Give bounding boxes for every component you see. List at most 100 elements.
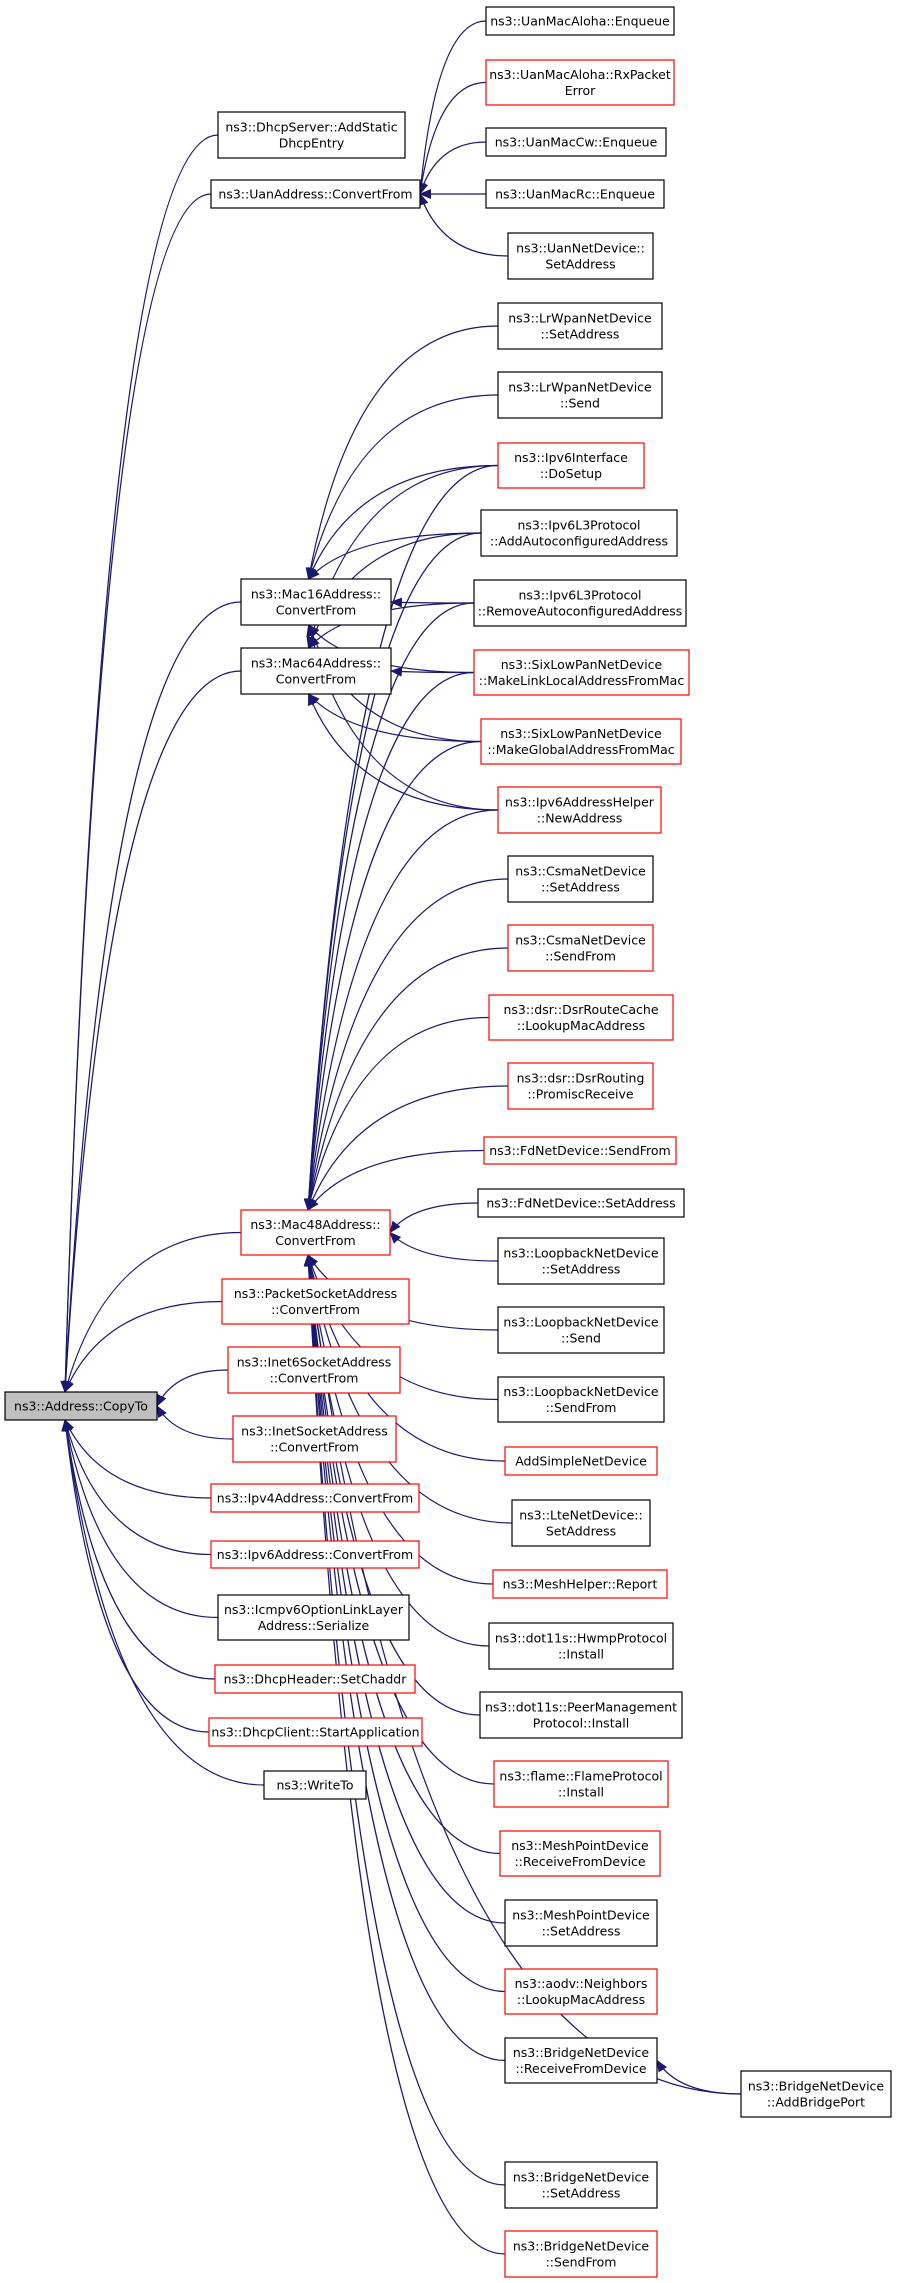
node-ipv6addresshelper-newaddress[interactable]: ns3::Ipv6AddressHelper::NewAddress [497, 786, 662, 834]
edge-bridge-sendfrom-to-mac48-convertfrom [303, 1254, 506, 2255]
node-bridge-addbridgeport[interactable]: ns3::BridgeNetDevice::AddBridgePort [740, 2070, 892, 2118]
node-inetsocketaddress-convertfrom[interactable]: ns3::InetSocketAddress::ConvertFrom [232, 1415, 397, 1463]
node-aodvneighbors-lookupmac[interactable]: ns3::aodv::Neighbors::LookupMacAddress [504, 1968, 658, 2015]
node-label-line: ns3::dsr::DsrRouting [517, 1071, 645, 1086]
edge-ipv6interface-dosetup-to-mac16-convertfrom [307, 464, 499, 580]
node-label-line: ::AddAutoconfiguredAddress [490, 534, 668, 549]
edge-inetsocketaddress-convertfrom-to-root [156, 1405, 234, 1440]
node-label-line: DhcpEntry [279, 136, 345, 151]
node-label-line: ns3::UanNetDevice:: [516, 241, 645, 256]
node-label-line: ns3::BridgeNetDevice [513, 2170, 650, 2185]
node-packetsocketaddress-convertfrom[interactable]: ns3::PacketSocketAddress::ConvertFrom [221, 1278, 410, 1325]
node-ipv6interface-dosetup[interactable]: ns3::Ipv6Interface::DoSetup [497, 442, 645, 489]
node-box [480, 718, 682, 765]
node-ipv6l3-removeautoconf[interactable]: ns3::Ipv6L3Protocol::RemoveAutoconfigure… [473, 579, 687, 627]
node-label-line: ::LookupMacAddress [517, 1018, 645, 1033]
node-ipv4address-convertfrom[interactable]: ns3::Ipv4Address::ConvertFrom [210, 1483, 420, 1513]
node-box [221, 1278, 410, 1325]
node-label-line: ns3::LoopbackNetDevice [503, 1384, 658, 1399]
edge-ipv6l3-addautoconf-to-mac48-convertfrom [303, 532, 482, 1211]
node-csma-sendfrom[interactable]: ns3::CsmaNetDevice::SendFrom [507, 924, 654, 972]
node-label-line: ns3::Ipv6L3Protocol [518, 588, 641, 603]
node-box [493, 1760, 669, 1808]
node-label-line: ::SetAddress [541, 327, 620, 342]
edge-ipv6l3-removeautoconf-to-mac48-convertfrom [303, 602, 475, 1211]
node-box [507, 1062, 654, 1110]
node-box [485, 59, 675, 106]
node-dsrroutecache-lookupmac[interactable]: ns3::dsr::DsrRouteCache::LookupMacAddres… [488, 994, 674, 1041]
node-uannetdevice-setaddress[interactable]: ns3::UanNetDevice::SetAddress [507, 232, 654, 280]
node-ltenetdevice-setaddress[interactable]: ns3::LteNetDevice::SetAddress [511, 1499, 651, 1547]
node-label-line: ns3::Ipv6Address::ConvertFrom [217, 1547, 413, 1562]
node-box [507, 924, 654, 972]
node-label-line: ::SetAddress [542, 2186, 621, 2201]
node-bridge-receivefromdevice[interactable]: ns3::BridgeNetDevice::ReceiveFromDevice [504, 2037, 658, 2084]
node-loopback-setaddress[interactable]: ns3::LoopbackNetDevice::SetAddress [497, 1237, 665, 1285]
node-loopback-sendfrom[interactable]: ns3::LoopbackNetDevice::SendFrom [497, 1376, 665, 1423]
node-box [485, 6, 675, 36]
node-label-line: ns3::UanMacRc::Enqueue [495, 187, 655, 202]
node-sixlowpan-makelinklocal[interactable]: ns3::SixLowPanNetDevice::MakeLinkLocalAd… [473, 649, 690, 696]
node-label-line: ::ConvertFrom [270, 1371, 359, 1386]
node-ipv6address-convertfrom[interactable]: ns3::Ipv6Address::ConvertFrom [210, 1540, 420, 1569]
node-label-line: ns3::Mac64Address:: [251, 656, 381, 671]
node-addsimplenetdevice[interactable]: AddSimpleNetDevice [504, 1446, 658, 1476]
node-uanmacaloha-enqueue[interactable]: ns3::UanMacAloha::Enqueue [485, 6, 675, 36]
edge-packetsocketaddress-convertfrom-to-root [64, 1300, 223, 1393]
node-bridge-setaddress[interactable]: ns3::BridgeNetDevice::SetAddress [504, 2161, 658, 2209]
node-uanmacrc-enqueue[interactable]: ns3::UanMacRc::Enqueue [485, 179, 665, 209]
node-mac64-convertfrom[interactable]: ns3::Mac64Address::ConvertFrom [240, 647, 392, 695]
node-box [497, 786, 662, 834]
node-label-line: ns3::UanMacAloha::Enqueue [490, 14, 670, 29]
node-peermanagement-install[interactable]: ns3::dot11s::PeerManagementProtocol::Ins… [479, 1691, 683, 1739]
node-dhcpclient-startapplication[interactable]: ns3::DhcpClient::StartApplication [208, 1717, 423, 1747]
node-label-line: Address::Serialize [258, 1618, 370, 1633]
node-hwmpprotocol-install[interactable]: ns3::dot11s::HwmpProtocol::Install [488, 1622, 674, 1670]
node-fdnetdevice-setaddress[interactable]: ns3::FdNetDevice::SetAddress [477, 1188, 685, 1218]
node-label-line: Protocol::Install [533, 1716, 629, 1731]
node-lrwpan-setaddress[interactable]: ns3::LrWpanNetDevice::SetAddress [497, 302, 663, 350]
node-box [485, 179, 665, 209]
node-box [488, 1622, 674, 1670]
edge-lrwpan-send-to-mac16-convertfrom [306, 394, 499, 580]
node-loopback-send[interactable]: ns3::LoopbackNetDevice::Send [497, 1306, 665, 1354]
node-writeto[interactable]: ns3::WriteTo [263, 1770, 367, 1800]
edge-icmpv6optionlinklayer-serialize-to-root [62, 1419, 219, 1619]
node-meshhelper-report[interactable]: ns3::MeshHelper::Report [492, 1569, 668, 1599]
node-fdnetdevice-sendfrom[interactable]: ns3::FdNetDevice::SendFrom [483, 1136, 677, 1165]
node-dhcpheader-setchaddr[interactable]: ns3::DhcpHeader::SetChaddr [214, 1664, 416, 1694]
node-box [497, 1237, 665, 1285]
node-dsrrouting-promiscreceive[interactable]: ns3::dsr::DsrRouting::PromiscReceive [507, 1062, 654, 1110]
node-inet6socketaddress-convertfrom[interactable]: ns3::Inet6SocketAddress::ConvertFrom [227, 1346, 401, 1394]
node-root[interactable]: ns3::Address::CopyTo [4, 1391, 158, 1421]
node-meshpoint-setaddress[interactable]: ns3::MeshPointDevice::SetAddress [504, 1899, 658, 1947]
node-uanmaccw-enqueue[interactable]: ns3::UanMacCw::Enqueue [485, 127, 667, 157]
node-label-line: ns3::Mac48Address:: [250, 1217, 380, 1232]
node-label-line: ns3::CsmaNetDevice [515, 864, 646, 879]
node-lrwpan-send[interactable]: ns3::LrWpanNetDevice::Send [497, 371, 663, 419]
node-box [740, 2070, 892, 2118]
node-sixlowpan-makeglobal[interactable]: ns3::SixLowPanNetDevice::MakeGlobalAddre… [480, 718, 682, 765]
node-mac16-convertfrom[interactable]: ns3::Mac16Address::ConvertFrom [240, 578, 392, 626]
node-uanaddress-convertfrom[interactable]: ns3::UanAddress::ConvertFrom [210, 179, 421, 209]
node-label-line: ns3::PacketSocketAddress [234, 1286, 397, 1301]
node-flameprotocol-install[interactable]: ns3::flame::FlameProtocol::Install [493, 1760, 669, 1808]
node-csma-setaddress[interactable]: ns3::CsmaNetDevice::SetAddress [507, 855, 654, 903]
node-label-line: ns3::LrWpanNetDevice [508, 311, 652, 326]
edges-layer [60, 20, 742, 2255]
node-label-line: ns3::aodv::Neighbors [515, 1976, 648, 1991]
node-ipv6l3-addautoconf[interactable]: ns3::Ipv6L3Protocol::AddAutoconfiguredAd… [480, 509, 678, 557]
node-icmpv6optionlinklayer-serialize[interactable]: ns3::Icmpv6OptionLinkLayerAddress::Seria… [217, 1594, 410, 1641]
node-mac48-convertfrom[interactable]: ns3::Mac48Address::ConvertFrom [240, 1209, 391, 1256]
node-bridge-sendfrom[interactable]: ns3::BridgeNetDevice::SendFrom [504, 2230, 658, 2278]
node-box [497, 371, 663, 419]
nodes-layer: ns3::Address::CopyTo ns3::DhcpServer::Add… [4, 6, 892, 2278]
node-label-line: ns3::UanAddress::ConvertFrom [218, 187, 412, 202]
node-label-line: ns3::dsr::DsrRouteCache [503, 1002, 658, 1017]
node-label-line: ns3::Ipv4Address::ConvertFrom [217, 1491, 413, 1506]
edge-mac64-convertfrom-to-root [60, 670, 242, 1393]
node-box [214, 1664, 416, 1694]
node-meshpoint-receivefromdevice[interactable]: ns3::MeshPointDevice::ReceiveFromDevice [499, 1830, 661, 1877]
